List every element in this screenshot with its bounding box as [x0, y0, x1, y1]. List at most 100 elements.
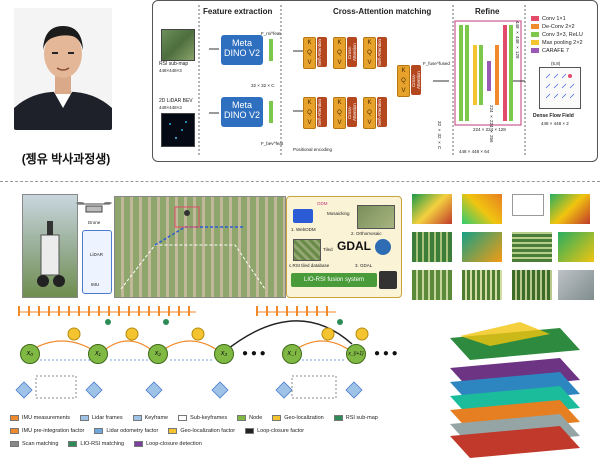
- k-label-4: K: [307, 100, 312, 106]
- legend-item: Conv 1×1: [531, 15, 597, 23]
- imu-label: IMU: [91, 282, 100, 287]
- refine-bar-5: [487, 61, 491, 91]
- result-map-2: [462, 194, 502, 224]
- legend-swatch: [10, 427, 19, 434]
- f-rsi-label: F_rsi^feat: [261, 31, 281, 36]
- section-cross-title: Cross-Attention matching: [333, 7, 432, 16]
- lidar-bev-image: [161, 113, 195, 147]
- node-x3: x₃: [214, 344, 234, 364]
- legend-label: Lidar frames: [92, 415, 123, 421]
- result-map-11: [558, 270, 594, 300]
- f-bev-label: F_bev^feat: [261, 141, 284, 146]
- dense-flow-label: Dense Flow Field: [533, 113, 574, 119]
- v-label-3: V: [367, 60, 372, 66]
- cross-attention-1: Cross-Attention: [347, 37, 357, 67]
- legend-label: Sub-keyframes: [190, 415, 228, 421]
- section-refine-title: Refine: [475, 7, 500, 16]
- legend-swatch: [531, 24, 539, 30]
- legend-swatch: [237, 414, 247, 421]
- drone-icon: [76, 198, 112, 220]
- legend-swatch: [80, 414, 89, 421]
- result-chart-1: [512, 194, 544, 216]
- legend-label: RSI sub-map: [345, 415, 378, 421]
- dim-448-128-label: 448 × 448 × 128: [515, 21, 520, 59]
- rsi-submap-image: [161, 29, 195, 61]
- legend-label: CARAFE 7: [542, 48, 569, 54]
- v-label-5: V: [337, 120, 342, 126]
- legend-row: IMU pre-integration factor Lidar odometry…: [10, 425, 430, 438]
- result-map-4: [412, 232, 452, 262]
- legend-swatch: [245, 427, 255, 434]
- lidar-label: 2D LiDAR BEV: [159, 98, 193, 104]
- v-label-4: V: [307, 120, 312, 126]
- q-label-2: Q: [337, 50, 342, 56]
- q-label-4: Q: [307, 110, 312, 116]
- legend-label: Conv 1×1: [542, 16, 566, 22]
- legend-label: Geo-localization factor: [180, 428, 236, 434]
- v-label-7: V: [401, 88, 406, 94]
- legend-swatch: [68, 440, 78, 447]
- dim-448-64-label: 448 × 448 × 64: [459, 149, 490, 154]
- k-label-2: K: [337, 40, 342, 46]
- layered-map-stack: [430, 310, 590, 458]
- dense-flow-image: [539, 67, 581, 109]
- legend-label: Lidar odometry factor: [106, 428, 159, 434]
- mosaicking-label: Mosaicking: [327, 211, 350, 216]
- feature-bar-bottom: [269, 101, 273, 123]
- fusion-system-box: LIO-RSI fusion system: [291, 273, 377, 287]
- legend-label: Max pooling 2×2: [542, 40, 583, 46]
- legend-swatch: [531, 32, 539, 38]
- lidar-dims: 448×448×3: [159, 105, 182, 110]
- result-map-5: [462, 232, 502, 262]
- legend-label: Loop-closure factor: [257, 428, 305, 434]
- odm-label: ODM: [317, 201, 328, 206]
- self-attention-4: Self-Attention: [377, 97, 387, 127]
- section-feature-title: Feature extraction: [203, 7, 273, 16]
- refine-bar-3: [473, 45, 477, 105]
- dense-flow-dims: 448 × 448 × 2: [541, 121, 569, 126]
- legend-label: IMU pre-integration factor: [22, 428, 85, 434]
- legend-label: Keyframe: [144, 415, 169, 421]
- legend-swatch: [168, 427, 178, 434]
- legend-label: LIO-RSI matching: [80, 441, 125, 447]
- dim-224-256-label: 224 × 224 × 256: [489, 105, 494, 143]
- node-x2: x₂: [148, 344, 168, 364]
- dim-224-128-label: 224 × 224 × 128: [473, 127, 506, 132]
- node-xi: x_i: [282, 344, 302, 364]
- person-caption: (젱유 박사과정생): [21, 152, 111, 166]
- q-label-7: Q: [401, 78, 406, 84]
- k-label-1: K: [307, 40, 312, 46]
- gdal-logo: GDAL: [337, 239, 371, 253]
- legend-swatch: [94, 427, 104, 434]
- self-attention-3: Self-Attention: [317, 97, 327, 127]
- pipeline-dividers: [198, 5, 526, 157]
- cross-attention-3: Cross-Attention: [411, 65, 421, 95]
- legend-swatch: [531, 16, 539, 22]
- webodm-icon: [293, 209, 313, 223]
- k-label-5: K: [337, 100, 342, 106]
- refine-bar-1: [459, 25, 463, 121]
- f-fuse-label: F_fuse^fused: [423, 61, 450, 66]
- refine-bar-8: [509, 25, 513, 121]
- rsi-dims: 448×448×3: [159, 68, 182, 73]
- globe-icon: [375, 239, 391, 255]
- rsi-label: RSI sub-map: [159, 61, 189, 67]
- q-label-5: Q: [337, 110, 342, 116]
- database-pipeline-box: ODM 1. WebODM Mosaicking 2. Orthomosaic …: [286, 196, 402, 298]
- legend-swatch: [531, 48, 539, 54]
- tiled-label: Tiled: [323, 247, 333, 252]
- legend-item: Conv 3×3, ReLU: [531, 31, 597, 39]
- legend-item: Max pooling 2×2: [531, 39, 597, 47]
- k-label-6: K: [367, 100, 372, 106]
- result-map-10: [512, 270, 552, 300]
- dim-32-label: 32 × 32 × C: [251, 83, 275, 88]
- result-map-7: [558, 232, 594, 262]
- dino-label-bottom: Meta DINO V2: [223, 100, 260, 120]
